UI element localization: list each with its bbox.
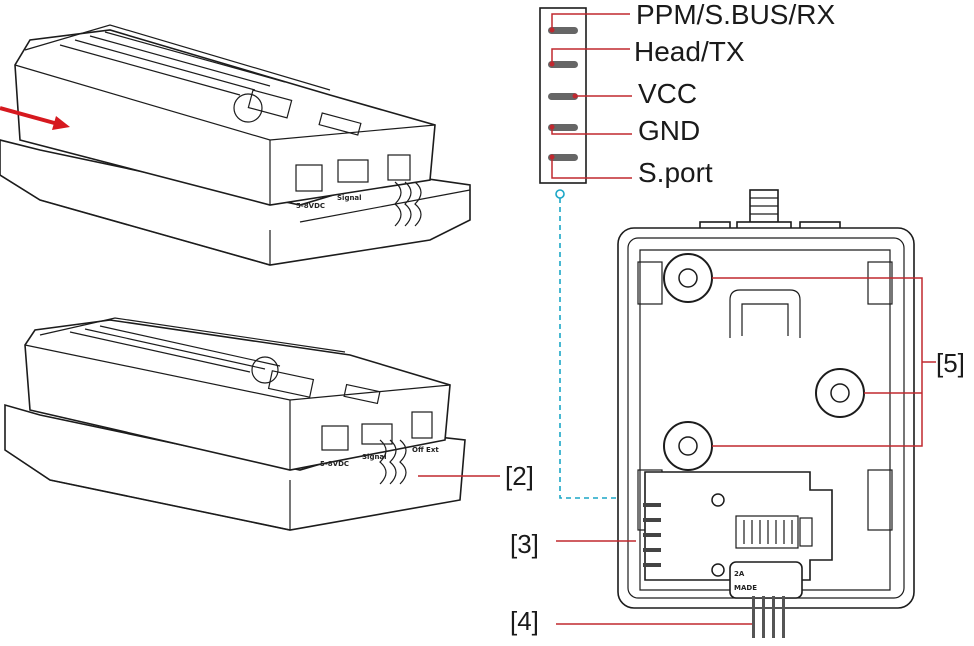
pin-label-ppm-sbus-rx: PPM/S.BUS/RX — [636, 0, 835, 30]
callout-5: [5] — [936, 348, 965, 378]
pin-header-inset: PPM/S.BUS/RX Head/TX VCC GND S.port — [539, 0, 835, 188]
callout-2: [2] — [505, 461, 534, 491]
module-back-view: 2A MADE — [556, 189, 936, 638]
pin-label-head-tx: Head/TX — [634, 36, 745, 67]
module-bottom: 5-8VDC Signal Off Ext — [4, 317, 500, 531]
pin-label-sport: S.port — [638, 157, 713, 188]
bottom-signal-label: Signal — [362, 453, 387, 461]
pin-label-vcc: VCC — [638, 78, 697, 109]
top-signal-label: Signal — [337, 194, 362, 202]
top-dc-label: 5-8VDC — [296, 202, 325, 210]
pin-label-gnd: GND — [638, 115, 700, 146]
callout-4: [4] — [510, 606, 539, 636]
rating-label: 2A — [734, 570, 745, 578]
bottom-dc-label: 5-8VDC — [320, 460, 349, 468]
made-label: MADE — [734, 584, 757, 592]
callout-3: [3] — [510, 529, 539, 559]
bottom-switch-label: Off Ext — [412, 446, 439, 454]
module-top: 5-8VDC Signal — [0, 24, 471, 266]
